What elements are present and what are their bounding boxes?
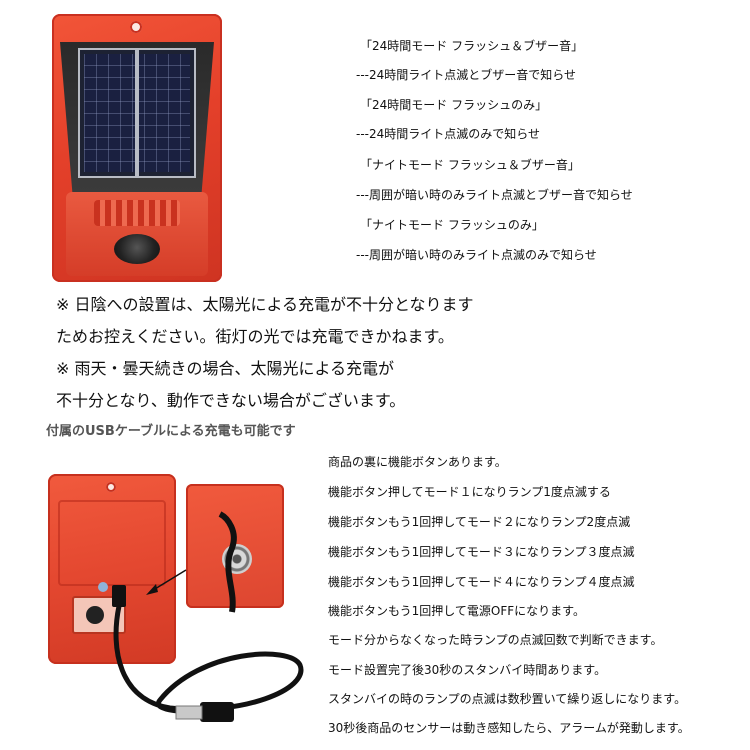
motion-sensor [114, 234, 160, 264]
mode-line: 「24時間モード フラッシュのみ」 [360, 98, 548, 112]
mode-line: 「ナイトモード フラッシュ＆ブザー音」 [360, 158, 580, 172]
usb-connector-body [200, 702, 234, 722]
mount-hole [106, 482, 116, 492]
dc-socket-icon [222, 544, 252, 574]
instruction-line: 機能ボタンもう1回押してモード２になりランプ2度点滅 [328, 515, 631, 529]
note-line: 不十分となり、動作できない場合がございます。 [56, 391, 406, 410]
instruction-line: 機能ボタンもう1回押して電源OFFになります。 [328, 604, 585, 618]
note-line: ※ 日陰への設置は、太陽光による充電が不十分となります [56, 295, 474, 314]
instruction-line: 機能ボタンもう1回押してモード４になりランプ４度点滅 [328, 575, 635, 589]
instruction-line: スタンバイの時のランプの点滅は数秒置いて繰り返しになります。 [328, 692, 687, 706]
port-compartment [72, 596, 126, 634]
mode-line: ---周囲が暗い時のみライト点滅とブザー音で知らせ [356, 188, 633, 202]
usb-charging-caption: 付属のUSBケーブルによる充電も可能です [46, 424, 296, 439]
instruction-line: 30秒後商品のセンサーは動き感知したら、アラームが発動します。 [328, 721, 690, 735]
mode-line: ---周囲が暗い時のみライト点滅のみで知らせ [356, 248, 597, 262]
device-front-image [52, 14, 222, 282]
instruction-line: 機能ボタンもう1回押してモード３になりランプ３度点滅 [328, 545, 635, 559]
note-line: ためお控えください。街灯の光では充電できかねます。 [56, 327, 454, 346]
mount-hole [130, 21, 142, 33]
back-frame [58, 500, 166, 586]
mode-line: ---24時間ライト点滅とブザー音で知らせ [356, 68, 577, 82]
note-line: ※ 雨天・曇天続きの場合、太陽光による充電が [56, 359, 395, 378]
instruction-line: 商品の裏に機能ボタンあります。 [328, 455, 507, 469]
plug-icon [86, 606, 104, 624]
speaker-grille [94, 200, 180, 226]
mode-line: ---24時間ライト点滅のみで知らせ [356, 127, 541, 141]
mode-line: 「24時間モード フラッシュ＆ブザー音」 [360, 39, 584, 53]
instruction-line: モード設置完了後30秒のスタンバイ時間あります。 [328, 663, 607, 677]
solar-panel [78, 48, 196, 178]
instruction-line: 機能ボタン押してモード１になりランプ1度点滅する [328, 485, 611, 499]
device-back-image [48, 474, 176, 664]
usb-connector-tip [175, 705, 203, 720]
mode-line: 「ナイトモード フラッシュのみ」 [360, 218, 544, 232]
sticker-icon [98, 582, 108, 592]
instruction-line: モード分からなくなった時ランプの点滅回数で判断できます。 [328, 633, 663, 647]
port-zoom-image [186, 484, 284, 608]
solar-divider [135, 50, 139, 176]
